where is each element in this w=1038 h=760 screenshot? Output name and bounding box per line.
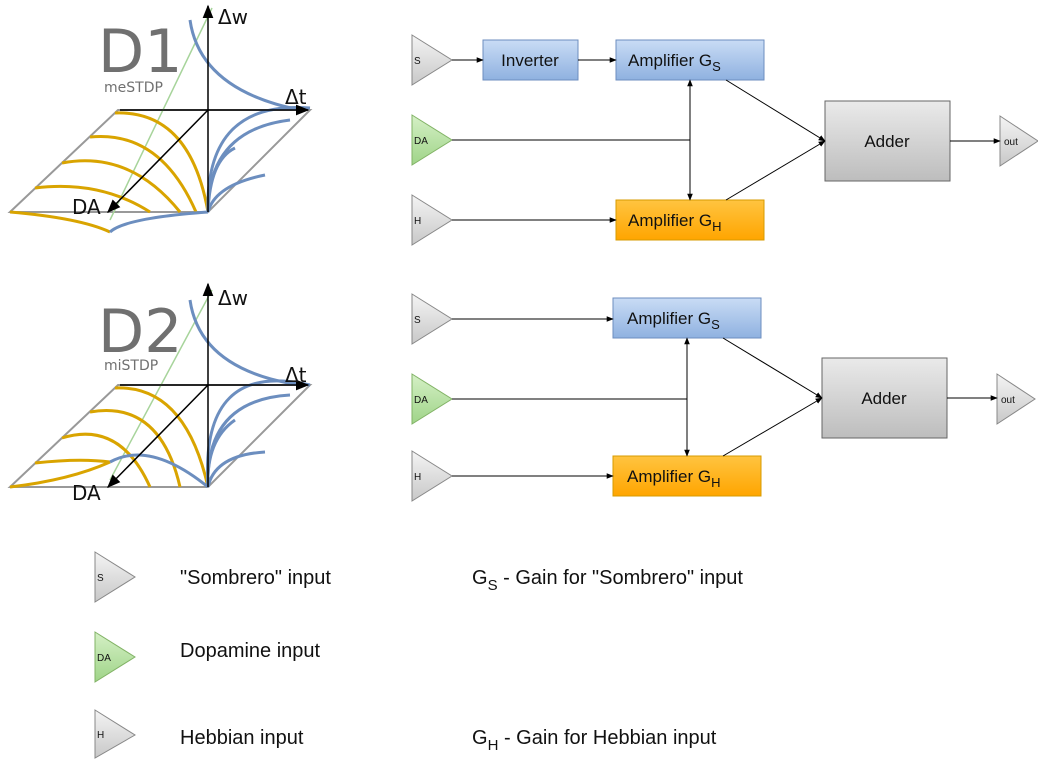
c2-input-h-label: H [414,472,421,483]
legend-h-text: Hebbian input [180,727,304,749]
d2-axis-da [107,384,209,488]
legend-s: S "Sombrero" input [94,551,331,603]
circuit-2: S DA H Amplifier GS Amplifier GH Adder o… [411,293,1036,502]
c1-amp-h: Amplifier GH [615,199,765,241]
d1-blue-curves [108,19,311,234]
legend-da-icon-label: DA [97,653,111,664]
c1-input-da-label: DA [414,136,428,147]
d1-orange-curves [9,111,210,234]
c2-input-s-label: S [414,315,421,326]
d1-sublabel: meSTDP [104,80,163,96]
d2-axis-da-label: DA [72,481,101,505]
d1-axis-w-label: Δw [218,5,248,29]
d1-axis-da-label: DA [72,195,101,219]
c1-output: out [999,115,1038,167]
d1-plot: D1 meSTDP Δw Δt DA [7,4,313,234]
c2-amp-h-label: Amplifier GH [627,467,720,490]
d1-label: D1 [98,17,182,87]
c1-input-h: H [411,194,453,246]
c2-adder: Adder [821,357,948,439]
legend-gs: GS - Gain for "Sombrero" input [472,567,743,594]
c1-output-label: out [1004,137,1018,148]
c1-inverter: Inverter [482,39,579,81]
c1-amp-s: Amplifier GS [615,39,765,81]
d2-label: D2 [98,297,182,367]
c2-amp-s-label: Amplifier GS [627,309,720,332]
c2-amp-h: Amplifier GH [612,455,762,497]
c2-input-da: DA [411,373,453,425]
c1-amp-h-label: Amplifier GH [628,211,721,234]
legend-da: DA Dopamine input [94,631,321,683]
c1-input-s-label: S [414,56,421,67]
legend-da-text: Dopamine input [180,640,321,662]
d2-orange-curves [9,386,210,489]
d2-sublabel: miSTDP [104,358,158,374]
legend-s-text: "Sombrero" input [180,567,331,589]
legend: S "Sombrero" input DA Dopamine input H H… [94,551,743,759]
c2-input-s: S [411,293,453,345]
d1-axis-da [107,109,209,213]
legend-h-icon-label: H [97,730,104,741]
legend-h: H Hebbian input [94,709,304,759]
d1-plane [7,109,313,213]
legend-s-icon-label: S [97,573,104,584]
c1-adder-label: Adder [864,132,910,151]
c2-adder-label: Adder [861,389,907,408]
c1-adder: Adder [824,100,951,182]
c1-amp-s-label: Amplifier GS [628,51,721,74]
c2-output-label: out [1001,395,1015,406]
c1-connectors [452,57,1001,223]
d1-axis-t-label: Δt [285,85,307,109]
c2-output: out [996,373,1036,425]
c2-input-h: H [411,450,453,502]
c2-connectors [452,316,998,479]
d2-plot: D2 miSTDP Δw Δt DA [7,282,313,505]
c1-inverter-label: Inverter [501,51,559,70]
circuit-1: S DA H Inverter Amplifier GS Amplifier G… [411,34,1038,246]
d2-axis-w-label: Δw [218,286,248,310]
c1-input-s: S [411,34,453,86]
c2-input-da-label: DA [414,395,428,406]
c2-amp-s: Amplifier GS [612,297,762,339]
legend-gh: GH - Gain for Hebbian input [472,727,717,754]
c1-input-da: DA [411,114,453,166]
d2-axis-t-label: Δt [285,363,307,387]
c1-input-h-label: H [414,216,421,227]
